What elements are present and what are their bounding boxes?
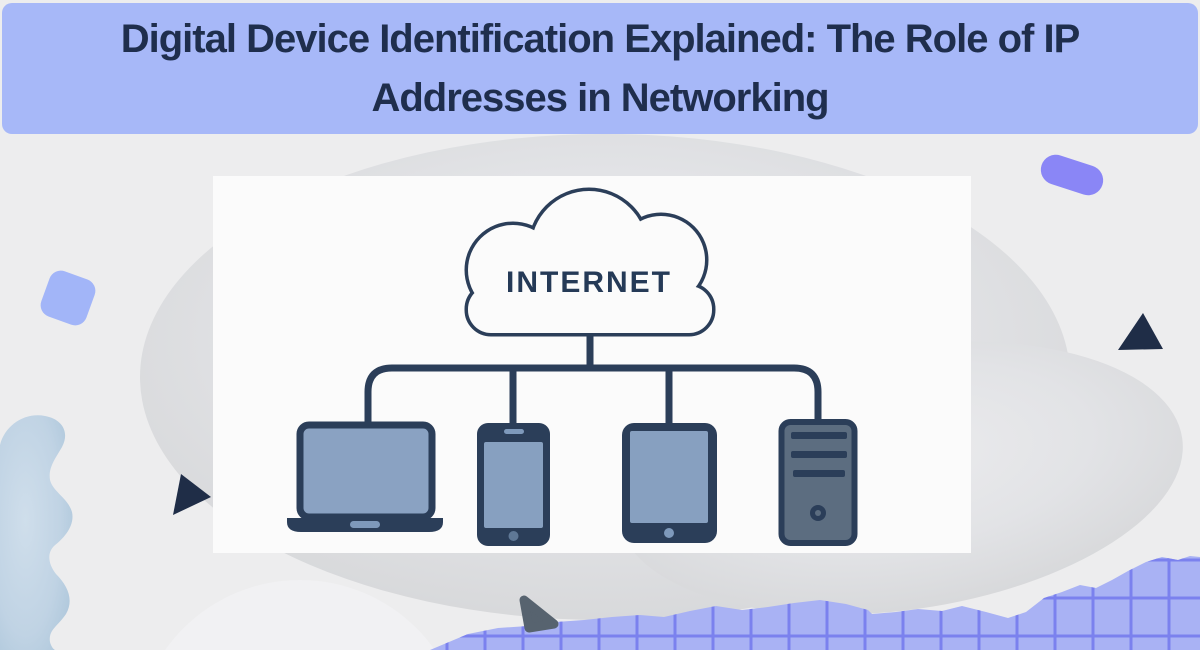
cloud-label: INTERNET [506, 266, 672, 299]
smartphone-icon [477, 423, 550, 546]
title-banner: Digital Device Identification Explained:… [2, 3, 1198, 134]
laptop-icon [287, 421, 443, 532]
capsule-shape [1040, 154, 1104, 196]
page-title-line-1: Digital Device Identification Explained:… [120, 16, 1080, 61]
tablet-icon [622, 423, 717, 543]
desktop-tower-icon [778, 419, 858, 546]
internet-cloud-icon: INTERNET [464, 187, 716, 337]
triangle-right-shape [1118, 313, 1163, 350]
triangle-bottom-shape [519, 595, 559, 633]
rounded-square-shape [40, 270, 96, 326]
light-circle-shape [165, 580, 435, 650]
network-connector-lines [364, 326, 822, 432]
grid-paper-shape [430, 556, 1200, 650]
triangle-left-shape [173, 474, 211, 515]
watercolor-blob-shape [0, 415, 73, 650]
page-title-line-2: Addresses in Networking [371, 75, 829, 120]
